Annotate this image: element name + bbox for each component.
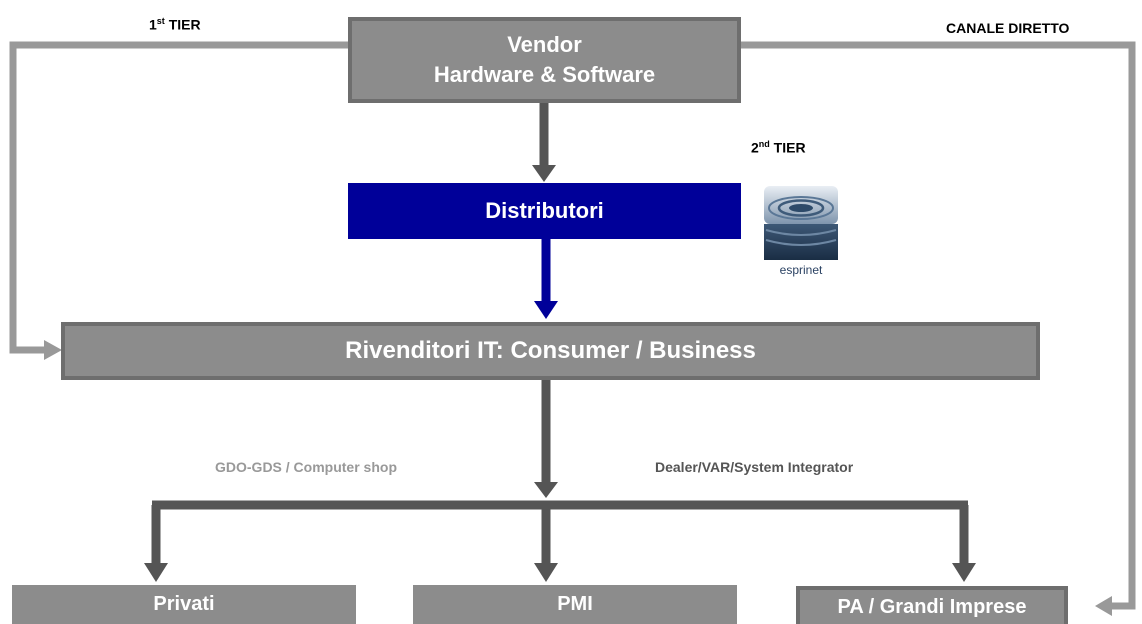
vendor-box: Vendor Hardware & Software (348, 17, 741, 103)
privati-box: Privati (12, 585, 356, 624)
rivenditori-down-arrowhead (534, 482, 558, 498)
second-tier-label: 2nd TIER (751, 139, 806, 156)
distributori-to-rivenditori-arrowhead (534, 301, 558, 319)
esprinet-logo: esprinet (762, 184, 840, 284)
esprinet-logo-icon (764, 186, 838, 260)
pmi-box: PMI (413, 585, 737, 624)
distributori-box: Distributori (348, 183, 741, 239)
esprinet-logo-text: esprinet (779, 263, 823, 277)
first-tier-arrowhead (44, 340, 62, 360)
first-tier-label: 1st TIER (149, 16, 201, 33)
gdo-gds-label: GDO-GDS / Computer shop (215, 459, 397, 475)
dealer-var-label: Dealer/VAR/System Integrator (655, 459, 854, 475)
to-pa-arrowhead (952, 563, 976, 582)
pa-grandi-imprese-box: PA / Grandi Imprese (796, 586, 1068, 624)
rivenditori-box: Rivenditori IT: Consumer / Business (61, 322, 1040, 380)
vendor-to-distributori-arrowhead (532, 165, 556, 182)
first-tier-connector (9, 41, 350, 354)
canale-diretto-connector (740, 41, 1136, 610)
vendor-title: Vendor (507, 32, 582, 57)
canale-diretto-label: CANALE DIRETTO (946, 20, 1070, 36)
to-privati-arrowhead (144, 563, 168, 582)
to-pmi-arrowhead (534, 563, 558, 582)
vendor-subtitle: Hardware & Software (433, 62, 656, 87)
canale-diretto-arrowhead (1095, 596, 1112, 616)
